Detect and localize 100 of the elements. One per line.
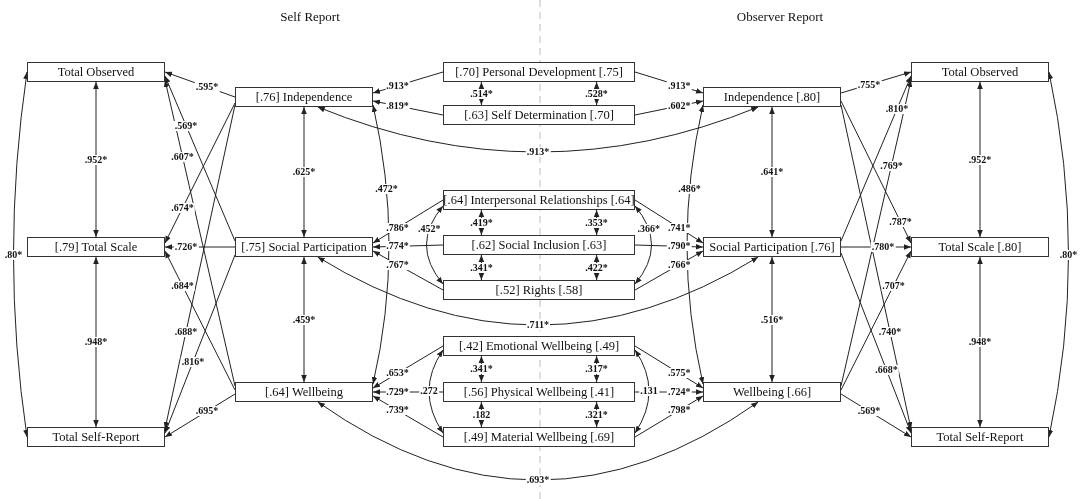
double-headed-arrow — [634, 349, 650, 434]
edge-label: .741* — [666, 222, 692, 233]
edge-label: .810* — [884, 104, 910, 114]
variable-box: Independence [.80] — [703, 87, 841, 107]
double-headed-arrow — [317, 401, 759, 481]
edge-label: .798* — [666, 405, 692, 416]
edge-label: .695* — [194, 406, 220, 417]
edge-label: .653* — [385, 368, 410, 379]
arrow — [164, 75, 236, 242]
edge-label: .780* — [870, 242, 896, 252]
arrow — [840, 100, 912, 244]
double-headed-arrow — [93, 256, 99, 428]
edge-label: .684* — [170, 280, 195, 291]
edge-label: .740* — [877, 326, 903, 337]
edge-label: .790* — [666, 241, 692, 252]
edge-label: .913* — [666, 80, 692, 91]
edge-label: .767* — [385, 259, 410, 270]
double-headed-arrow — [977, 256, 983, 428]
edge-label: .948* — [83, 337, 109, 347]
edge-label: .569* — [856, 406, 882, 417]
edge-label: .272 — [419, 386, 439, 397]
edge-label: .952* — [83, 154, 109, 165]
arrow — [164, 250, 236, 391]
edge-label: .422* — [584, 262, 609, 273]
double-headed-arrow — [977, 81, 983, 238]
edge-label: .913* — [525, 147, 551, 157]
variable-box: Wellbeing [.66] — [703, 382, 841, 402]
edge-label: .317* — [584, 364, 609, 374]
edge-label: .952* — [967, 154, 993, 165]
edge-label: .341* — [469, 262, 494, 273]
double-headed-arrow — [371, 104, 390, 385]
edge-label: .486* — [677, 183, 702, 194]
edge-label: .341* — [469, 364, 494, 374]
edge-label: .353* — [584, 217, 609, 228]
edge-label: .819* — [385, 100, 410, 111]
edge-label: .711* — [526, 320, 550, 330]
arrow — [164, 254, 236, 434]
variable-box: [.63] Self Determination [.70] — [443, 105, 635, 125]
variable-box: [.42] Emotional Wellbeing [.49] — [443, 336, 635, 356]
edge-label: .674* — [170, 203, 195, 213]
edge-label: .726* — [173, 242, 199, 252]
variable-box: Total Self-Report — [911, 427, 1049, 447]
edge-label: .948* — [967, 337, 993, 347]
edge-label: .321* — [584, 409, 609, 420]
edge-label: .787* — [888, 216, 913, 227]
edge-label: .739* — [385, 405, 410, 416]
section-heading: Self Report — [280, 9, 340, 25]
edge-label: .688* — [173, 326, 199, 337]
arrow — [163, 79, 236, 387]
variable-box: Social Participation [.76] — [703, 237, 841, 257]
edge-label: .786* — [385, 222, 410, 233]
variable-box: Total Observed — [27, 62, 165, 82]
double-headed-arrow — [93, 81, 99, 238]
variable-box: [.70] Personal Development [.75] — [443, 62, 635, 82]
edge-label: .514* — [469, 88, 494, 99]
edge-label: .766* — [666, 259, 692, 270]
edge-label: .607* — [170, 151, 195, 162]
double-headed-arrow — [686, 104, 705, 385]
edge-label: .729* — [385, 387, 410, 397]
edge-label: .569* — [173, 120, 199, 131]
edge-label: .913* — [385, 80, 410, 91]
edge-label: .80* — [3, 249, 24, 260]
arrow — [840, 252, 912, 434]
edge-label: .131 — [639, 386, 659, 397]
variable-box: [.79] Total Scale — [27, 237, 165, 257]
edge-label: .182 — [471, 409, 492, 420]
edge-label: .459* — [291, 314, 317, 325]
variable-box: [.56] Physical Wellbeing [.41] — [443, 382, 635, 402]
edge-label: .452* — [416, 224, 442, 235]
edge-label: .693* — [525, 475, 551, 485]
variable-box: [.62] Social Inclusion [.63] — [443, 235, 635, 255]
edge-label: .516* — [759, 314, 785, 325]
edge-label: .625* — [291, 167, 317, 177]
double-headed-arrow — [428, 349, 444, 434]
arrow — [840, 75, 912, 242]
edge-label: .528* — [584, 88, 609, 99]
edge-label: .595* — [194, 82, 220, 92]
edge-label: .80* — [1058, 249, 1079, 260]
section-heading: Observer Report — [736, 9, 824, 25]
variable-box: [.64] Interpersonal Relationships [.64] — [443, 190, 635, 210]
double-headed-arrow — [634, 205, 652, 285]
arrow — [164, 102, 236, 244]
edge-label: .707* — [881, 280, 906, 291]
double-headed-arrow — [1047, 71, 1069, 438]
double-headed-arrow — [13, 71, 29, 438]
variable-box: [.64] Wellbeing — [235, 382, 373, 402]
variable-box: [.52] Rights [.58] — [443, 280, 635, 300]
double-headed-arrow — [301, 256, 307, 383]
variable-box: [.75] Social Participation — [235, 237, 373, 257]
variable-box: Total Self-Report — [27, 427, 165, 447]
edge-label: .724* — [666, 387, 692, 397]
arrow — [840, 79, 913, 387]
edge-label: .575* — [666, 368, 692, 379]
edge-label: .641* — [759, 167, 785, 177]
double-headed-arrow — [317, 256, 759, 326]
double-headed-arrow — [769, 106, 775, 238]
variable-box: [.49] Material Wellbeing [.69] — [443, 427, 635, 447]
edge-label: .816* — [180, 356, 206, 367]
double-headed-arrow — [426, 205, 444, 285]
edge-label: .419* — [469, 217, 494, 228]
